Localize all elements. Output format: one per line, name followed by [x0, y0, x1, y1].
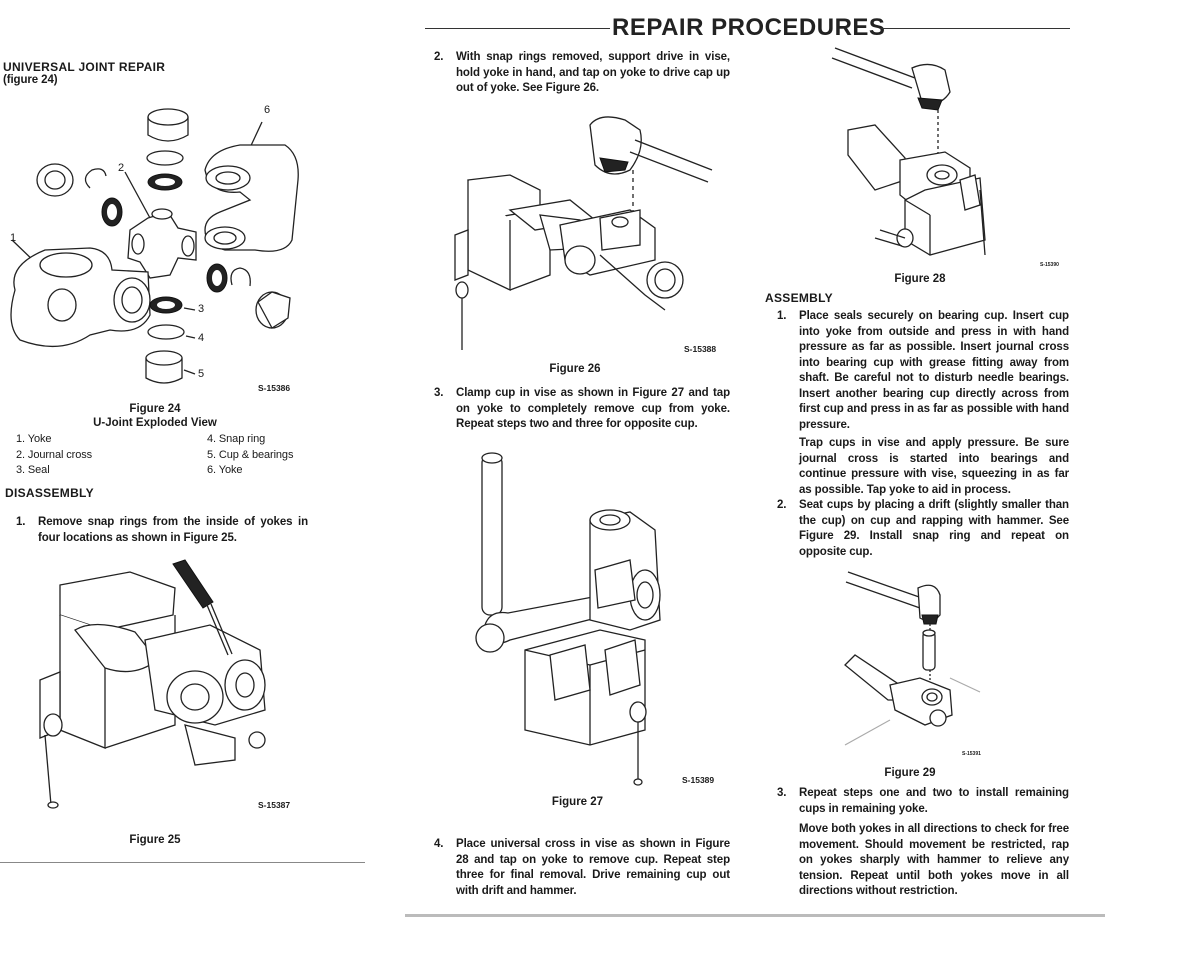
step-text: Repeat steps one and two to install rema…: [799, 787, 1069, 815]
step-number: 3.: [434, 387, 444, 399]
figure-27-code: S-15389: [682, 775, 715, 785]
assembly-step-3: 3. Repeat steps one and two to install r…: [777, 786, 1069, 817]
figure-28-code: S-15390: [1040, 262, 1059, 268]
assembly-step-3-paragraph: Move both yokes in all directions to che…: [799, 823, 1069, 897]
header-rule-left: [425, 28, 610, 29]
step-number: 3.: [777, 787, 787, 799]
figure-24-subtitle: U-Joint Exploded View: [93, 417, 217, 429]
figure-29-code: S-15391: [962, 751, 981, 757]
step-text: Place seals securely on bearing cup. Ins…: [799, 310, 1069, 431]
section-ref: (figure 24): [3, 74, 58, 86]
disassembly-step-4: 4. Place universal cross in vise as show…: [434, 837, 730, 899]
figure-27-caption: Figure 27: [551, 796, 604, 808]
step-text: With snap rings removed, support drive i…: [456, 51, 730, 94]
step-number: 2.: [777, 499, 787, 511]
section-title: UNIVERSAL JOINT REPAIR: [3, 60, 166, 74]
assembly-title: ASSEMBLY: [765, 291, 833, 305]
assembly-step-1: 1. Place seals securely on bearing cup. …: [777, 309, 1069, 433]
page-bottom-rule: [405, 914, 1105, 917]
callout-5: 5: [198, 368, 205, 380]
callout-4: 4: [198, 332, 205, 344]
step-text: Place universal cross in vise as shown i…: [456, 838, 730, 897]
step-text: Clamp cup in vise as shown in Figure 27 …: [456, 387, 730, 430]
legend-item-snap-ring: 4. Snap ring: [207, 433, 266, 445]
figure-26-caption: Figure 26: [549, 363, 601, 375]
legend-item-cup-bearings: 5. Cup & bearings: [207, 448, 294, 461]
callout-2: 2: [118, 162, 125, 174]
figure-29-drift-hammer: [840, 560, 990, 750]
disassembly-step-2: 2. With snap rings removed, support driv…: [434, 50, 730, 97]
disassembly-title: DISASSEMBLY: [5, 486, 94, 500]
legend-item-seal: 3. Seal: [16, 464, 50, 476]
figure-25-caption: Figure 25: [129, 834, 181, 846]
figure-27-vise-cup: [470, 450, 680, 790]
figure-24-exploded-view: [0, 100, 340, 390]
disassembly-step-3: 3. Clamp cup in vise as shown in Figure …: [434, 386, 730, 433]
step-number: 2.: [434, 51, 444, 63]
step-number: 1.: [777, 310, 787, 322]
assembly-step-1-paragraph: Trap cups in vise and apply pressure. Be…: [799, 437, 1069, 496]
page-title: REPAIR PROCEDURES: [612, 14, 886, 41]
header-rule-right: [880, 28, 1070, 29]
step-text: Remove snap rings from the inside of yok…: [38, 516, 308, 544]
figure-26-vise-hammer: [450, 110, 720, 355]
legend-col-1: 1. Yoke 2. Journal cross 3. Seal: [16, 432, 196, 479]
legend-item-yoke: 1. Yoke: [16, 433, 52, 445]
disassembly-step-1: 1. Remove snap rings from the inside of …: [16, 515, 308, 546]
callout-1: 1: [10, 232, 17, 244]
step-number: 4.: [434, 838, 444, 850]
figure-26-code: S-15388: [684, 344, 717, 354]
step-text: Seat cups by placing a drift (slightly s…: [799, 499, 1069, 558]
figure-28-vise-hammer: [830, 40, 1070, 270]
callout-6: 6: [264, 104, 271, 116]
figure-28-caption: Figure 28: [894, 273, 946, 285]
legend-item-yoke-2: 6. Yoke: [207, 464, 243, 476]
legend-item-journal-cross: 2. Journal cross: [16, 448, 93, 461]
figure-29-caption: Figure 29: [884, 767, 936, 779]
assembly-step-2: 2. Seat cups by placing a drift (slightl…: [777, 498, 1069, 560]
figure-24-code: S-15386: [258, 383, 291, 393]
step-number: 1.: [16, 516, 26, 528]
callout-3: 3: [198, 303, 205, 315]
legend-col-2: 4. Snap ring 5. Cup & bearings 6. Yoke: [207, 432, 347, 479]
left-bottom-rule: [0, 862, 365, 863]
figure-25-vise-screwdriver: [35, 560, 285, 810]
figure-25-code: S-15387: [258, 800, 291, 810]
figure-24-caption: Figure 24: [129, 403, 181, 415]
